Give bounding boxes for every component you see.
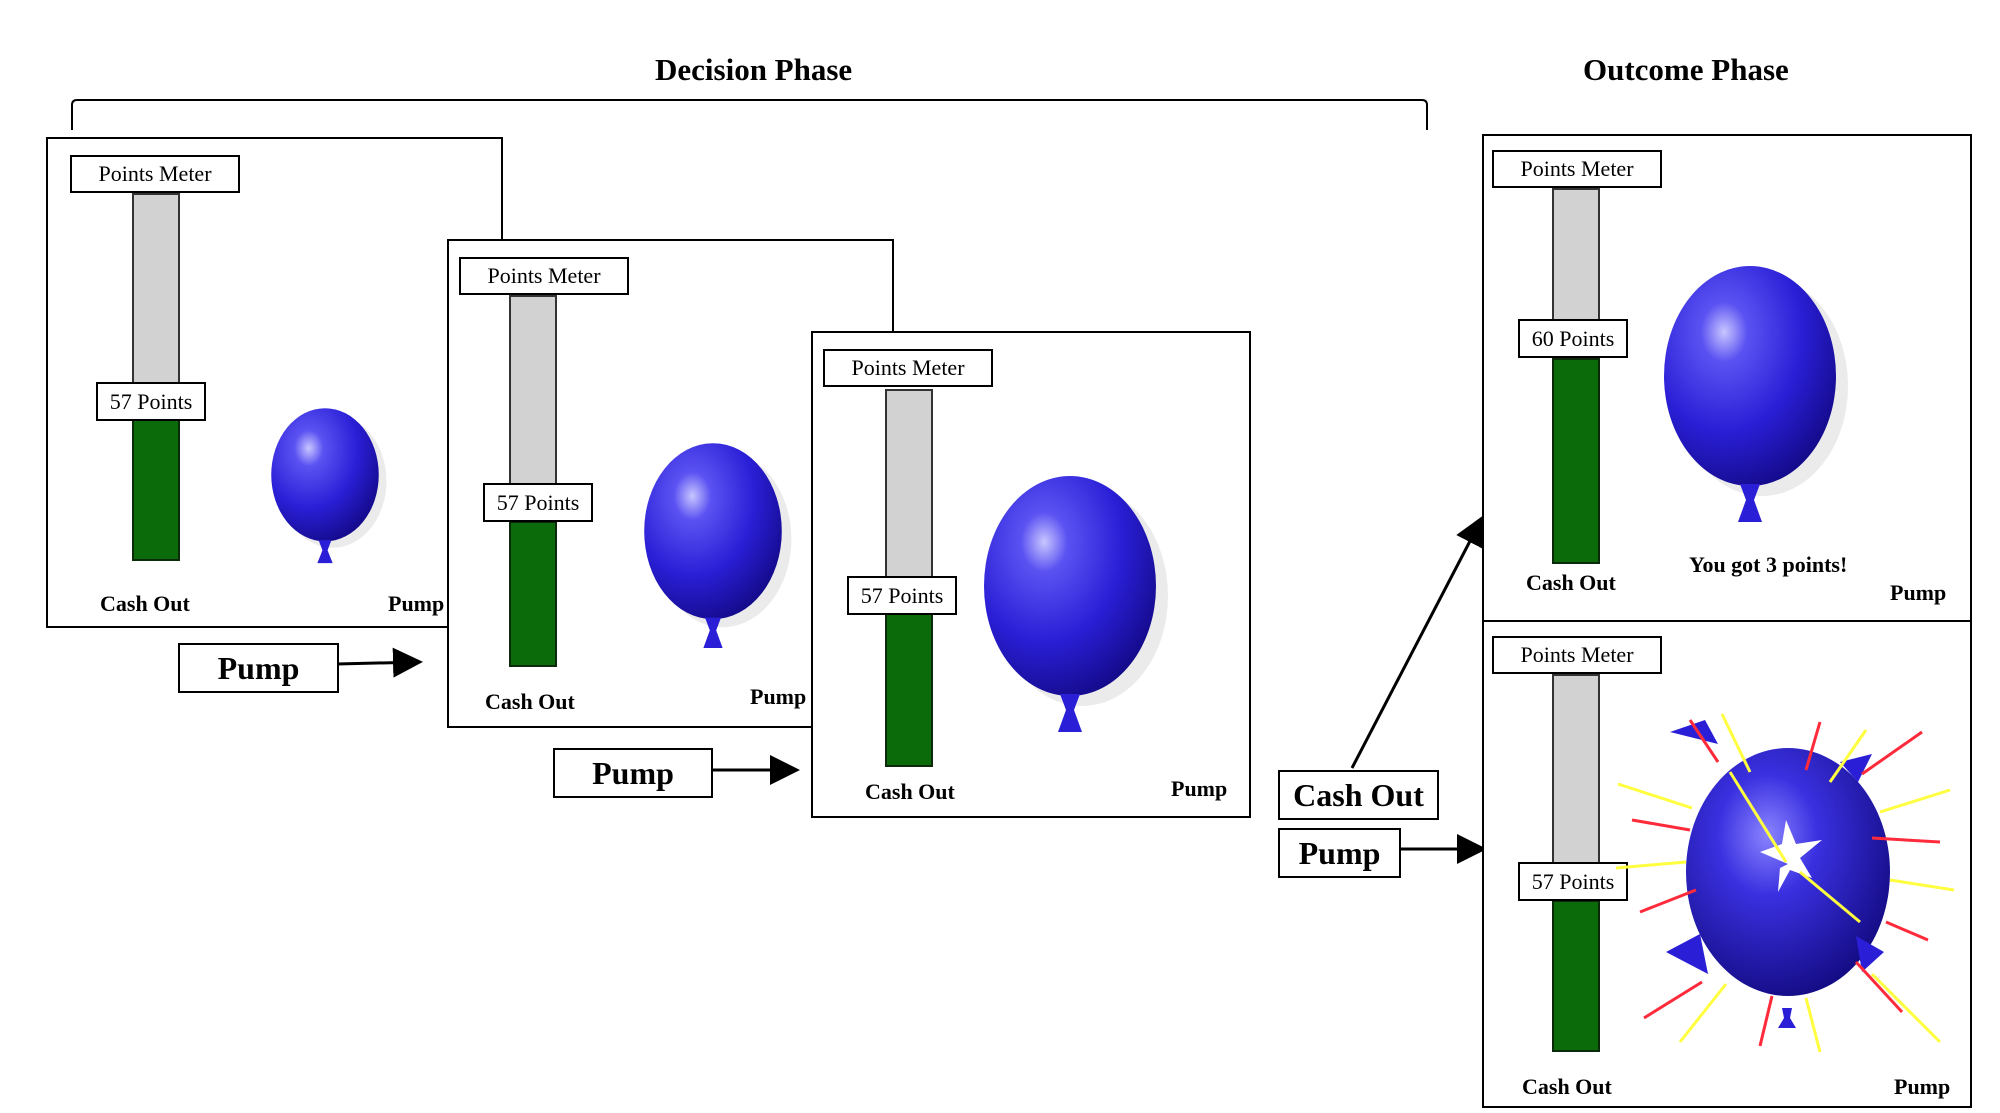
outcome-phase-title: Outcome Phase: [1583, 52, 1789, 87]
pump-action-button-1[interactable]: Pump: [178, 643, 339, 693]
points-meter-label: Points Meter: [459, 257, 629, 295]
balloon-icon-small: [271, 408, 387, 564]
points-meter-label: Points Meter: [823, 349, 993, 387]
pump-button[interactable]: Pump: [388, 591, 445, 616]
points-meter-fill: [132, 419, 180, 561]
points-meter-label: Points Meter: [1492, 150, 1662, 188]
popped-balloon-icon: [1615, 713, 1955, 1053]
game-screen-1: Points Meter 57 Points Cash Out Pump: [46, 137, 503, 628]
points-meter-fill: [1552, 900, 1600, 1052]
points-meter-label: Points Meter: [70, 155, 240, 193]
cash-out-button[interactable]: Cash Out: [1526, 570, 1616, 595]
cash-out-button[interactable]: Cash Out: [485, 689, 575, 714]
balloon-icon-medium: [644, 443, 792, 648]
decision-phase-title: Decision Phase: [655, 52, 853, 87]
pump-button[interactable]: Pump: [1890, 580, 1947, 605]
cash-out-action-button[interactable]: Cash Out: [1278, 770, 1439, 820]
pump-arrow-1: [336, 647, 423, 678]
points-value: 57 Points: [1518, 862, 1628, 901]
cash-out-button[interactable]: Cash Out: [1522, 1074, 1612, 1099]
points-meter-fill: [1552, 358, 1600, 564]
pump-button[interactable]: Pump: [1171, 776, 1228, 801]
points-value: 57 Points: [847, 576, 957, 615]
pump-button[interactable]: Pump: [1894, 1074, 1951, 1099]
pump-button[interactable]: Pump: [750, 684, 807, 709]
balloon-icon-large: [984, 476, 1168, 732]
points-value: 60 Points: [1518, 319, 1628, 358]
balloon-icon-outcome: [1664, 266, 1848, 522]
cash-out-arrow: [1350, 515, 1484, 769]
decision-phase-bracket: [71, 99, 1428, 130]
outcome-message: You got 3 points!: [1689, 552, 1848, 577]
points-value: 57 Points: [483, 483, 593, 522]
cash-out-button[interactable]: Cash Out: [865, 779, 955, 804]
points-meter-fill: [885, 613, 933, 767]
cash-out-button[interactable]: Cash Out: [100, 591, 190, 616]
pump-action-button-2[interactable]: Pump: [553, 748, 713, 798]
points-value: 57 Points: [96, 382, 206, 421]
outcome-screen-popped: Points Meter 57 Points Cash Out Pump: [1482, 620, 1972, 1108]
pump-action-button-3[interactable]: Pump: [1278, 828, 1401, 878]
points-meter-label: Points Meter: [1492, 636, 1662, 674]
points-meter-fill: [509, 521, 557, 667]
